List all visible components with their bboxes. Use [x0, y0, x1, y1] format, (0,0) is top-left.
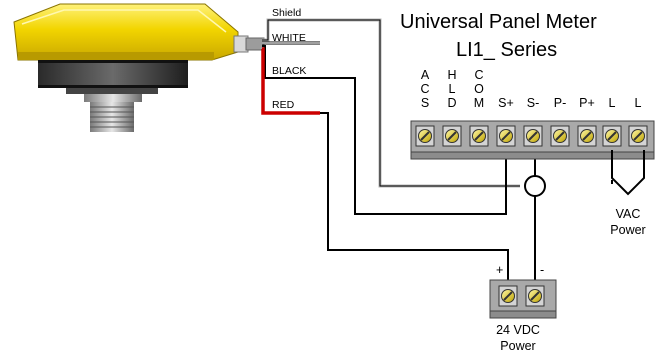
dc-minus-label: - [540, 263, 544, 277]
terminal-screw-9 [628, 125, 648, 147]
label-p-minus: P- [554, 96, 567, 110]
meter-screws [415, 125, 648, 147]
dc-terminal-screw-1 [498, 285, 518, 307]
label-black: BLACK [272, 65, 306, 77]
vac-power-line2: Power [610, 223, 645, 237]
terminal-screw-2 [442, 125, 462, 147]
terminal-screw-7 [577, 125, 597, 147]
red-wire [261, 47, 509, 298]
label-shield: Shield [272, 7, 301, 19]
terminal-labels: A C S H L D C O M S+ S- P- P+ L L [420, 68, 641, 110]
label-com-3: M [474, 96, 484, 110]
shield-wire [262, 18, 520, 188]
dc-power-line2: Power [500, 339, 535, 353]
terminal-screw-3 [469, 125, 489, 147]
label-hld-1: H [447, 68, 456, 82]
terminal-screw-6 [550, 125, 570, 147]
label-acs-1: A [421, 68, 430, 82]
label-s-minus: S- [527, 96, 540, 110]
label-hld-3: D [447, 96, 456, 110]
vac-power-line1: VAC [616, 207, 641, 221]
label-red: RED [272, 99, 295, 111]
label-s-plus: S+ [498, 96, 514, 110]
diagram-title-line1: Universal Panel Meter [400, 11, 597, 33]
label-l1: L [609, 96, 616, 110]
label-com-2: O [474, 82, 484, 96]
vac-power-wires [611, 150, 645, 196]
ultrasonic-sensor [13, 3, 265, 132]
dc-power-line1: 24 VDC [496, 323, 540, 337]
dc-screws [498, 285, 545, 307]
wire-junction [524, 175, 546, 197]
meter-terminal-block [410, 120, 655, 160]
dc-plus-label: + [496, 263, 503, 277]
sensor-thread [90, 102, 134, 132]
terminal-screw-5 [523, 125, 543, 147]
dc-terminal-screw-2 [525, 285, 545, 307]
label-hld-2: L [449, 82, 456, 96]
terminal-screw-1 [415, 125, 435, 147]
black-wire [262, 45, 507, 215]
label-l2: L [635, 96, 642, 110]
label-acs-2: C [420, 82, 429, 96]
label-white: WHITE [272, 32, 306, 44]
terminal-screw-8 [602, 125, 622, 147]
terminal-screw-4 [496, 125, 516, 147]
label-com-1: C [474, 68, 483, 82]
label-p-plus: P+ [579, 96, 595, 110]
dc-terminal-block [489, 279, 557, 319]
label-acs-3: S [421, 96, 429, 110]
diagram-title-line2: LI1_ Series [456, 39, 557, 61]
